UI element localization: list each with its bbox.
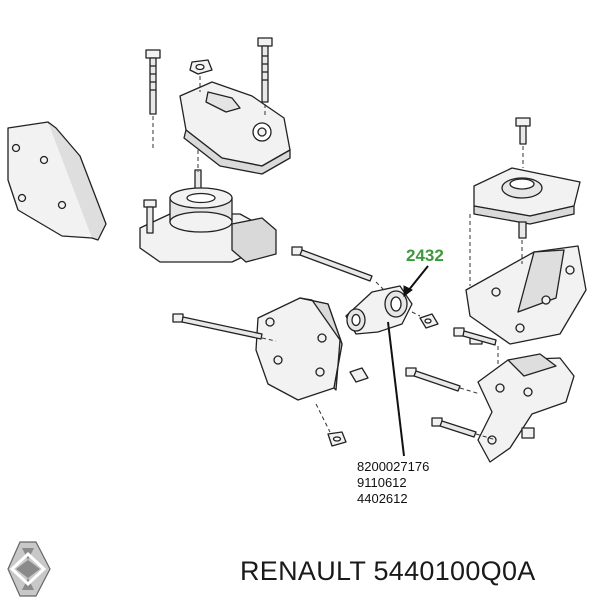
top-left-bolt: [145, 49, 161, 115]
brand-name: RENAULT: [240, 556, 366, 586]
right-support-bracket: [465, 245, 587, 345]
right-small-bolt: [515, 117, 531, 145]
right-long-bolt: [453, 327, 497, 346]
callout-number: 2432: [406, 246, 444, 265]
lower-bolt-b: [431, 417, 477, 438]
link-upper-bolt: [291, 246, 373, 282]
link-nut: [419, 313, 439, 329]
middle-engine-mount: [139, 169, 277, 263]
lower-bolt-a: [405, 367, 461, 392]
link-lower-bolt: [172, 313, 263, 340]
right-pulley-mount: [473, 167, 581, 239]
gearbox-bracket: [255, 297, 343, 401]
left-small-bolt: [143, 199, 157, 234]
lower-nut: [327, 431, 347, 447]
top-nut: [189, 59, 213, 75]
top-right-bolt: [257, 37, 273, 103]
left-bracket-plate: [7, 121, 107, 241]
part-number: 4402612: [357, 491, 408, 506]
part-number: 8200027176: [357, 459, 430, 474]
top-cover-bracket: [179, 81, 291, 175]
part-number: 9110612: [357, 475, 407, 490]
gearbox-side-nut: [349, 367, 369, 383]
brand-part-code: RENAULT 5440100Q0A: [240, 556, 536, 587]
part-code: 5440100Q0A: [373, 556, 536, 586]
renault-diamond-logo-icon: [7, 541, 51, 597]
part-number-list: 8200027176 9110612 4402612: [357, 459, 429, 507]
torque-link-mount: [345, 285, 413, 335]
right-lower-bracket: [477, 353, 575, 463]
